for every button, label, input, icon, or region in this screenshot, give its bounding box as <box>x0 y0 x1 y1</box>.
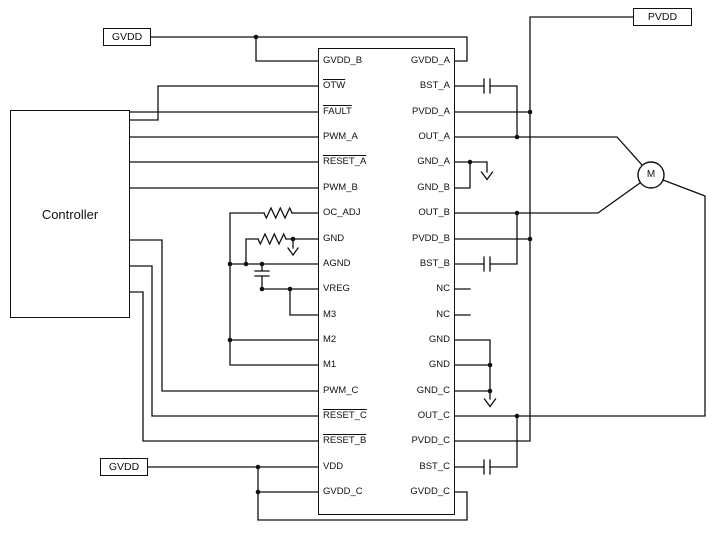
controller-block: Controller <box>10 110 130 318</box>
pin-pvdd-b: PVDD_B <box>411 233 450 244</box>
pin-oc-adj: OC_ADJ <box>323 207 361 218</box>
pin-m3: M3 <box>323 309 337 320</box>
pin-pwm-c: PWM_C <box>323 385 359 396</box>
pin-out-a: OUT_A <box>418 131 450 142</box>
bst-capacitors <box>483 78 491 475</box>
pin-out-c: OUT_C <box>417 410 450 421</box>
pin-gnd-b: GND_B <box>417 182 450 193</box>
gnd-pin-wires <box>245 238 319 265</box>
junction-dots <box>227 34 533 495</box>
gvdd-bottom-wire <box>147 466 468 521</box>
pin-gnd-left: GND <box>323 233 345 244</box>
pin-vreg: VREG <box>323 283 350 294</box>
pin-agnd: AGND <box>323 258 351 269</box>
pin-pwm-a: PWM_A <box>323 131 358 142</box>
pin-reset-c: RESET_C <box>323 410 367 421</box>
right-wires <box>454 78 706 475</box>
pin-pvdd-a: PVDD_A <box>411 106 450 117</box>
pin-bst-b: BST_B <box>419 258 450 269</box>
pin-out-b: OUT_B <box>418 207 450 218</box>
pin-m2: M2 <box>323 334 337 345</box>
gvdd-top-label: GVDD <box>111 31 143 43</box>
controller-signal-wires <box>129 85 319 442</box>
pin-nc-1: NC <box>436 283 450 294</box>
pwm-c-wire <box>129 239 319 392</box>
gnd-cluster-wires <box>454 339 491 400</box>
gvdd-top-label-box: GVDD <box>103 28 151 46</box>
controller-label: Controller <box>41 206 99 222</box>
pin-gnd-1: GND <box>428 334 450 345</box>
gvdd-bottom-label-box: GVDD <box>100 458 148 476</box>
gnd-resistor <box>257 232 287 246</box>
ground-symbol-left <box>287 247 299 257</box>
ground-symbol-a <box>480 171 494 181</box>
bst-wires <box>454 85 518 468</box>
gvdd-top-wire <box>150 36 468 62</box>
reset-c-wire <box>129 265 319 417</box>
gvdd-bottom-label: GVDD <box>108 461 140 473</box>
out-wires <box>454 136 706 417</box>
pin-reset-b: RESET_B <box>323 435 367 446</box>
pin-gvdd-c-left: GVDD_C <box>323 486 363 497</box>
motor-circle <box>637 161 665 189</box>
pin-fault: FAULT <box>323 106 352 117</box>
vreg-capacitor <box>254 263 270 290</box>
bottom-wires <box>147 466 468 521</box>
ic-block <box>318 48 455 515</box>
pin-gvdd-c-right: GVDD_C <box>410 486 450 497</box>
pvdd-label: PVDD <box>647 11 678 23</box>
nc-stubs <box>454 288 471 316</box>
pin-gnd-c: GND_C <box>416 385 450 396</box>
pin-bst-c: BST_C <box>419 461 450 472</box>
pin-pwm-b: PWM_B <box>323 182 358 193</box>
pin-vdd: VDD <box>323 461 344 472</box>
pvdd-label-box: PVDD <box>633 8 692 26</box>
fault-pwm-reset-wires <box>129 111 319 189</box>
reset-b-wire <box>129 291 319 442</box>
pin-reset-a: RESET_A <box>323 156 367 167</box>
pin-gvdd-b: GVDD_B <box>323 55 363 66</box>
left-component-wires <box>229 206 319 366</box>
pin-m1: M1 <box>323 359 337 370</box>
otw-wire <box>129 85 319 121</box>
pin-pvdd-c: PVDD_C <box>411 435 450 446</box>
supply-wires <box>150 16 634 442</box>
pin-nc-2: NC <box>436 309 450 320</box>
pin-gvdd-a: GVDD_A <box>410 55 450 66</box>
pin-otw: OTW <box>323 80 346 91</box>
ground-symbol-c <box>483 398 497 408</box>
pvdd-wire <box>454 16 634 442</box>
pin-gnd-2: GND <box>428 359 450 370</box>
pin-bst-a: BST_A <box>419 80 450 91</box>
gnd-a-b-wires <box>454 161 488 189</box>
oc-adj-resistor <box>263 206 293 220</box>
motor-label: M <box>646 169 656 180</box>
pin-gnd-a: GND_A <box>417 156 450 167</box>
